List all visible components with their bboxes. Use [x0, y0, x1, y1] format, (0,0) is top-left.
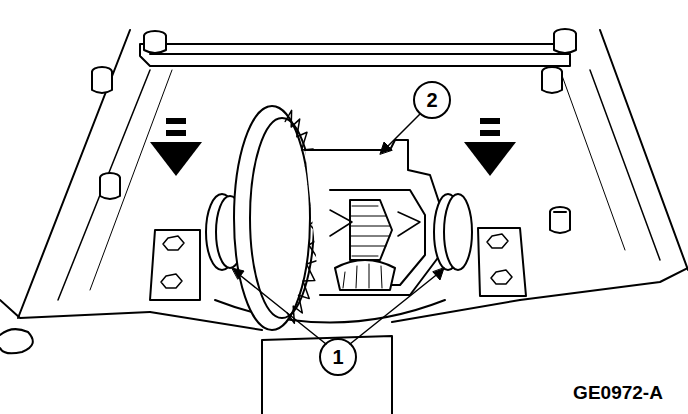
callout-circle: [414, 82, 450, 118]
bearing-race: [444, 194, 472, 270]
callout-number: 1: [321, 340, 355, 374]
plate-post: [92, 72, 112, 93]
bolt-head: [163, 236, 184, 250]
pinion-teeth: [343, 264, 382, 288]
fixture-base: [150, 300, 520, 330]
bar-post: [554, 34, 576, 53]
plate-post: [100, 178, 120, 199]
figure-code: GE0972-A: [573, 382, 663, 404]
leader-line: [384, 114, 420, 150]
bolt-head: [491, 270, 512, 284]
side-gear-teeth: [350, 206, 390, 256]
bar-post: [144, 36, 166, 53]
pinion-gear: [335, 260, 395, 290]
arrow-head: [150, 142, 202, 176]
leader-line: [236, 272, 440, 344]
callout-number: 2: [415, 83, 449, 117]
fixture-plate-edge: [18, 30, 688, 318]
plate-post: [550, 212, 570, 233]
arrow-dash: [166, 130, 186, 136]
arrow-dash: [166, 118, 186, 124]
arrow-dash: [480, 130, 500, 136]
ring-gear-face: [250, 118, 314, 318]
differential-case: [305, 140, 440, 295]
fixture-plate-groove: [58, 70, 660, 300]
bolt-head: [161, 274, 182, 288]
plate-post: [542, 72, 562, 93]
bolt-head: [487, 234, 508, 248]
leader-arrow: [433, 268, 444, 280]
pinion-gear: [330, 210, 420, 236]
bearing-block: [150, 230, 200, 300]
leader-arrow: [232, 268, 244, 279]
side-gear: [350, 200, 392, 260]
leader-arrow: [380, 142, 392, 154]
fixture-column: [262, 336, 392, 414]
fixture-post: [0, 329, 33, 353]
bearing-block: [478, 228, 526, 296]
clamp-bar: [140, 44, 570, 66]
arrow-head: [464, 142, 516, 176]
arrow-dash: [480, 118, 500, 124]
